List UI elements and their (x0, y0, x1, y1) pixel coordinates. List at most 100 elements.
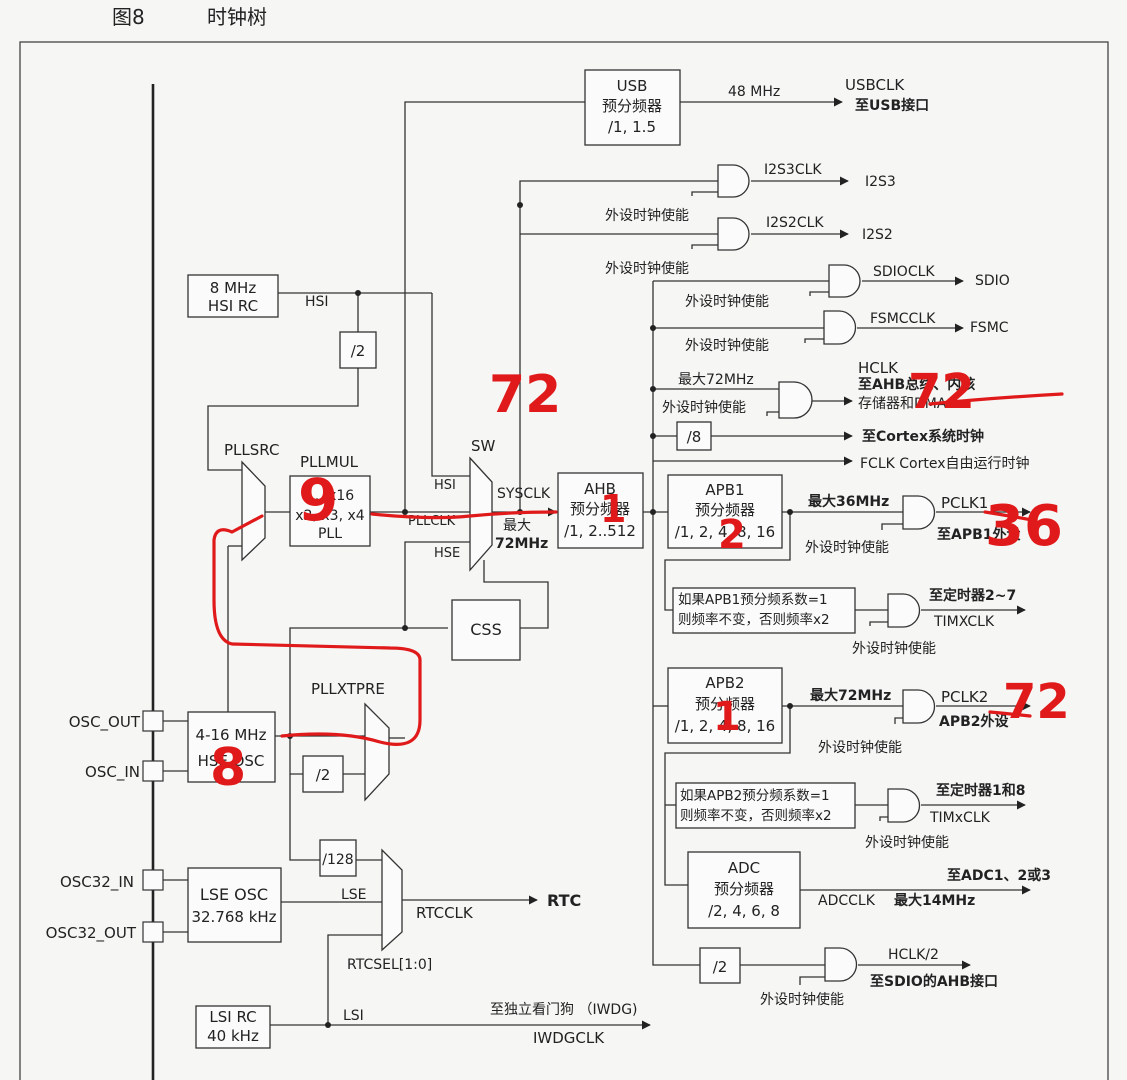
ink-sysclk-72: 72 (489, 365, 561, 425)
hsi-rc-box (187, 274, 279, 318)
apb2-note-line2: 则频率不变，否则频率x2 (680, 807, 832, 824)
i2s3-enable-label: 外设时钟使能 (605, 207, 689, 224)
adc-max-label: 最大14MHz (894, 892, 975, 909)
usbclk-label: USBCLK (845, 76, 905, 94)
figure-title: 时钟树 (207, 5, 267, 29)
sdioclk-label: SDIOCLK (873, 264, 935, 280)
osc32-out-label: OSC32_OUT (46, 924, 137, 943)
rtcclk-label: RTCCLK (416, 904, 474, 922)
hclk-max-label: 最大72MHz (678, 372, 754, 388)
ahb-box-line2: 预分频器 (570, 500, 630, 518)
cortex-div8-box (676, 421, 712, 451)
sdio-enable-label: 外设时钟使能 (685, 293, 769, 310)
hsi-div2-label: /2 (351, 342, 366, 360)
osc-out-label: OSC_OUT (69, 713, 141, 732)
fsmcclk-label: FSMCCLK (870, 311, 936, 327)
osc-in-label: OSC_IN (85, 763, 140, 782)
fsmc-label: FSMC (970, 320, 1009, 336)
fsmc-enable-label: 外设时钟使能 (685, 337, 769, 354)
sw-hse-label: HSE (434, 546, 460, 561)
usb-prescaler-box (584, 69, 681, 146)
ink-ahb-1: 1 (600, 487, 626, 531)
apb1-note-line2: 则频率不变，否则频率x2 (678, 611, 830, 628)
apb1-box-line2: 预分频器 (695, 501, 755, 519)
usb-box-line1: USB (617, 77, 648, 95)
tim27-dest-label: 至定时器2~7 (929, 587, 1016, 604)
ink-apb2-1: 1 (713, 694, 741, 740)
lse-osc-box (187, 867, 282, 943)
apb1-note-line1: 如果APB1预分频系数=1 (678, 592, 828, 608)
iwdgclk-label: IWDGCLK (533, 1029, 605, 1047)
pll-box-line3: PLL (318, 526, 342, 542)
ahb-prescaler-box (557, 472, 644, 549)
hclk-dest1-label: 至AHB总线、内核 (858, 376, 975, 393)
lsi-box-line1: LSI RC (209, 1008, 256, 1026)
hse-box-line1: 4-16 MHz (196, 726, 267, 744)
ink-pclk2-underline (988, 710, 1032, 718)
pllxtpre-mux (364, 702, 390, 802)
adc-prescaler-box (687, 851, 801, 929)
hse-osc-box (187, 711, 276, 783)
i2s3clk-label: I2S3CLK (764, 162, 822, 178)
usb-freq-label: 48 MHz (728, 84, 780, 100)
css-label: CSS (470, 620, 501, 639)
pllmul-label: PLLMUL (300, 453, 359, 471)
junction-dots (287, 202, 793, 1028)
apb2-dest-label: APB2外设 (939, 713, 1010, 730)
and-gate-sdio (828, 264, 861, 298)
ink-pclk1-36: 36 (985, 494, 1063, 559)
pll-box-line2: x2, x3, x4 (295, 508, 364, 524)
hclk-div2-label: /2 (713, 958, 728, 976)
lsi-rc-box (195, 1005, 271, 1049)
rtc-label: RTC (547, 891, 581, 910)
hsi-box-line2: HSI RC (208, 297, 258, 315)
lse-label: LSE (341, 887, 367, 903)
adcclk-label: ADCCLK (818, 893, 876, 909)
lse-box-line1: LSE OSC (200, 885, 268, 904)
sdio-label: SDIO (975, 273, 1010, 289)
apb2-max-label: 最大72MHz (810, 687, 891, 704)
hclk-enable-label: 外设时钟使能 (662, 399, 746, 416)
osc32-in-label: OSC32_IN (60, 873, 134, 892)
sw-label: SW (471, 437, 496, 455)
sysclk-max-line2: 72MHz (495, 536, 548, 552)
div128-label: /128 (322, 852, 353, 868)
lse-box-line2: 32.768 kHz (191, 908, 276, 926)
wiring (163, 97, 1031, 1030)
hse-div2-box (302, 755, 344, 793)
tim18-dest-label: 至定时器1和8 (936, 782, 1025, 799)
i2s2-label: I2S2 (862, 227, 893, 243)
pclk1-label: PCLK1 (941, 494, 988, 512)
sysclk-max-line1: 最大 (503, 518, 531, 534)
ink-hclk-underline (928, 392, 1064, 406)
apb1-box-line1: APB1 (705, 481, 744, 499)
tim27-enable-label: 外设时钟使能 (852, 640, 936, 657)
rtcsel-label: RTCSEL[1:0] (347, 957, 432, 973)
ink-pll-9: 9 (298, 466, 338, 534)
adc-box-line3: /2, 4, 6, 8 (708, 902, 780, 920)
i2s2-enable-label: 外设时钟使能 (605, 260, 689, 277)
apb2-box-line1: APB2 (705, 674, 744, 692)
pll-box-line1: ..., x16 (306, 488, 354, 504)
tim18-enable-label: 外设时钟使能 (865, 834, 949, 851)
rtcsel-mux (381, 848, 403, 952)
sw-hsi-label: HSI (434, 478, 456, 493)
pllsrc-mux (241, 460, 266, 562)
apb2-box-line2: 预分频器 (695, 695, 755, 713)
css-box (451, 599, 521, 661)
red-annotations: 72 72 1 2 36 9 8 1 72 (210, 364, 1070, 798)
lsi-box-line2: 40 kHz (207, 1027, 259, 1045)
and-gate-pclk2 (902, 689, 936, 724)
timxclk-label: TIMxCLK (929, 810, 991, 826)
and-gate-tim27 (887, 593, 921, 628)
i2s3-label: I2S3 (865, 174, 896, 190)
hsi-label: HSI (305, 294, 329, 310)
pll-box (289, 475, 371, 547)
sysclk-label: SYSCLK (497, 486, 551, 502)
and-gate-fsmc (823, 310, 857, 345)
hclk-dest2-label: 存储器和DMA (858, 396, 947, 412)
usb-box-line3: /1, 1.5 (608, 118, 656, 136)
apb2-timer-note-box (675, 782, 856, 829)
osc32-in-pin (142, 869, 164, 891)
signal-labels: 48 MHz USBCLK 至USB接口 I2S3CLK I2S3 外设时钟使能… (224, 76, 1051, 1047)
